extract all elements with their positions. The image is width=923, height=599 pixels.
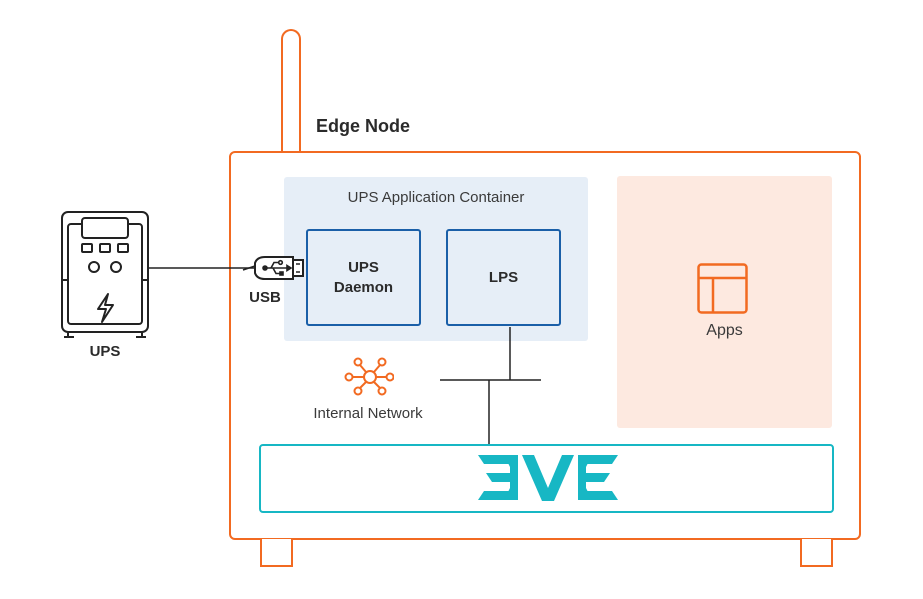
apps-box — [617, 176, 832, 428]
eve-logo — [478, 455, 618, 501]
edge-node-antenna — [281, 29, 301, 153]
usb-label: USB — [249, 289, 281, 306]
ups-daemon-box: UPS Daemon — [306, 229, 421, 326]
lps-label: LPS — [488, 268, 519, 286]
usb-plug-icon — [242, 256, 304, 280]
edge-node-left-foot — [260, 539, 293, 567]
edge-node-right-foot — [800, 539, 833, 567]
ups-device-label: UPS — [89, 343, 121, 360]
eve-os-bar — [259, 444, 834, 513]
edge-node-title: Edge Node — [316, 116, 411, 136]
window-layout-icon — [697, 263, 748, 314]
apps-label: Apps — [706, 322, 743, 339]
ups-daemon-label: UPS Daemon — [333, 258, 394, 296]
ups-device-icon — [61, 211, 149, 338]
lps-box: LPS — [446, 229, 561, 326]
internal-network-label: Internal Network — [313, 405, 423, 422]
ups-container-title: UPS Application Container — [347, 189, 525, 206]
network-hub-icon — [344, 357, 394, 396]
